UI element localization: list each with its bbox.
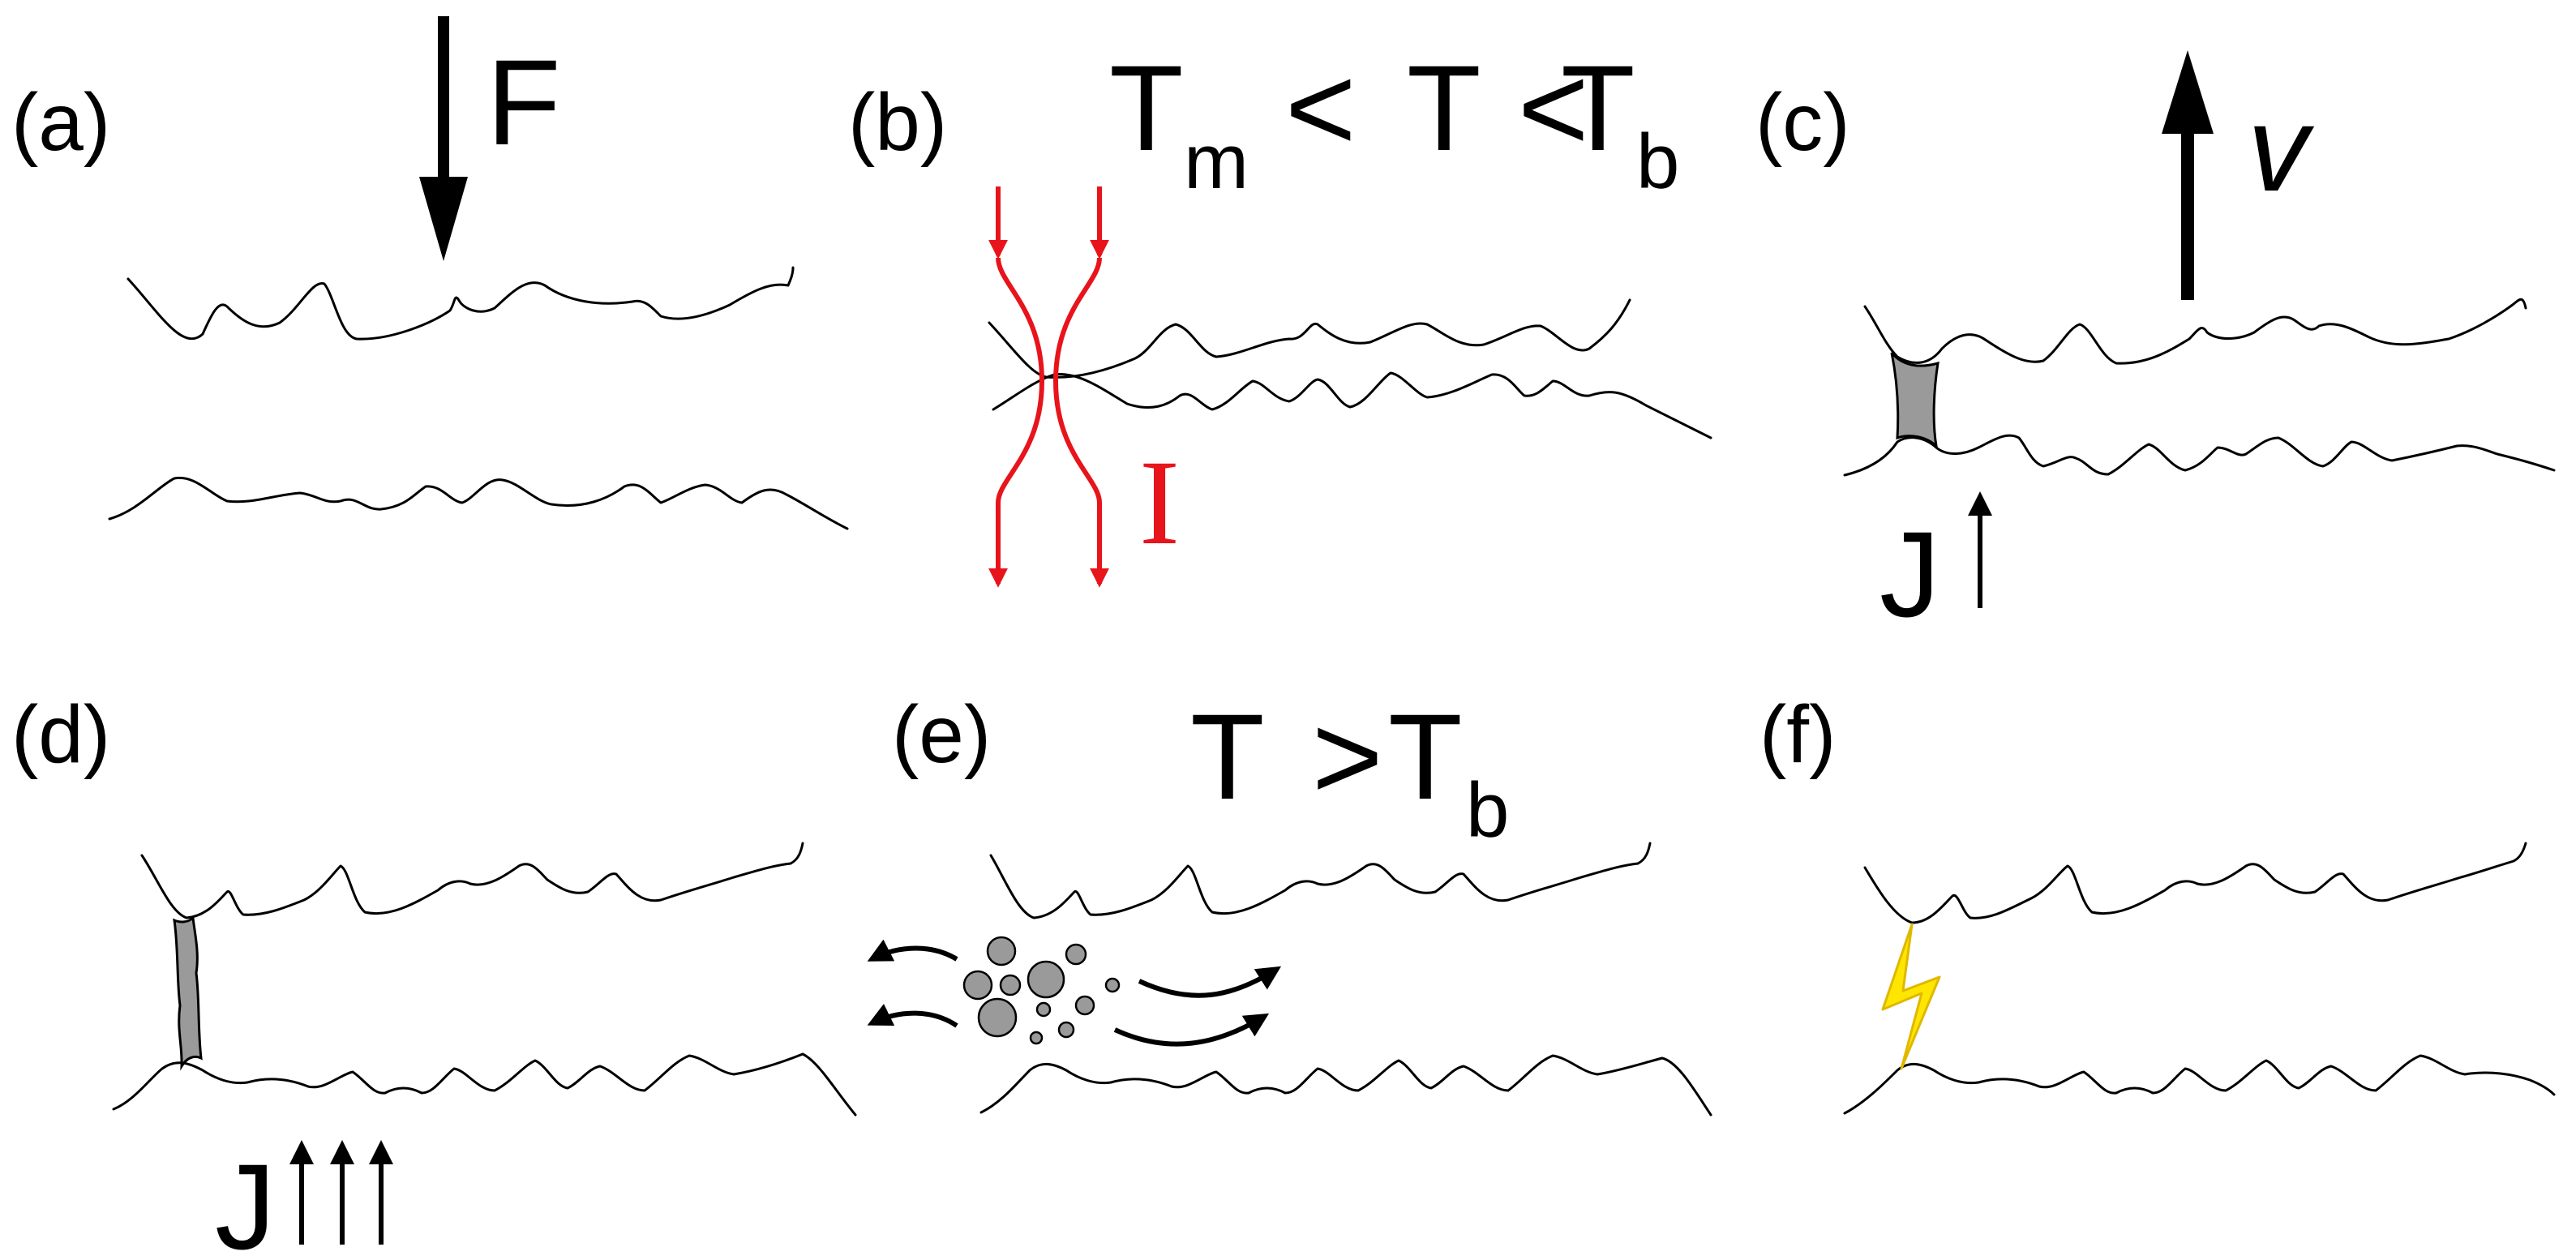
subscript-b: b [1466,767,1509,854]
symbol-T: T [1561,40,1635,176]
subscript-b: b [1636,118,1679,205]
panel-d-label: (d) [11,689,110,780]
less-than-sign: < [1285,40,1357,176]
force-symbol: F [486,34,561,170]
current-flow-lines [988,186,1109,588]
panel-a-label: (a) [11,77,110,168]
panel-b: (b) T m < T < T b I [848,40,1712,588]
panel-d: (d) J [11,689,857,1260]
symbol-T: T [1388,688,1463,825]
panel-e-label: (e) [892,689,991,780]
less-than-sign: < [1518,40,1589,176]
liquid-bridge [1890,352,1940,450]
upper-surface-c [1863,298,2527,365]
panel-c: (c) v J [1755,50,2556,642]
panel-e: (e) T > T b [867,688,1712,1116]
liquid-bridge [173,915,203,1071]
upper-surface-d [140,842,804,919]
velocity-arrow-icon [2162,50,2214,300]
upper-surface-b [988,298,1631,379]
panel-f: (f) [1759,689,2556,1115]
lower-surface-a [108,476,849,530]
symbol-T: T [1190,688,1265,825]
velocity-symbol: v [2248,80,2315,216]
curved-arrow-icon [867,939,1282,1047]
greater-than-sign: > [1312,688,1383,825]
current-symbol: I [1139,435,1180,570]
panel-f-label: (f) [1759,689,1836,780]
lower-surface-d [112,1052,857,1116]
lightning-icon [1881,923,1941,1070]
lower-surface-e [979,1054,1712,1116]
symbol-T: T [1109,40,1184,176]
upper-surface-a [126,266,795,341]
symbol-T: T [1407,40,1481,176]
upper-surface-e [989,842,1652,919]
condition-t-gt-tb: T > T b [1190,688,1509,854]
panel-b-label: (b) [848,77,947,168]
condition-tm-t-tb: T m < T < T b [1109,40,1679,205]
lower-surface-c [1843,434,2556,477]
subscript-m: m [1184,118,1249,205]
current-density-symbol: J [1879,506,1940,642]
upper-surface-f [1863,842,2527,924]
panel-a: (a) F [11,16,849,530]
current-density-symbol: J [215,1138,276,1260]
lower-surface-b [992,371,1712,439]
ejected-droplets [962,936,1121,1045]
force-arrow-icon [419,16,468,261]
panel-c-label: (c) [1755,77,1850,168]
lower-surface-f [1843,1054,2556,1115]
